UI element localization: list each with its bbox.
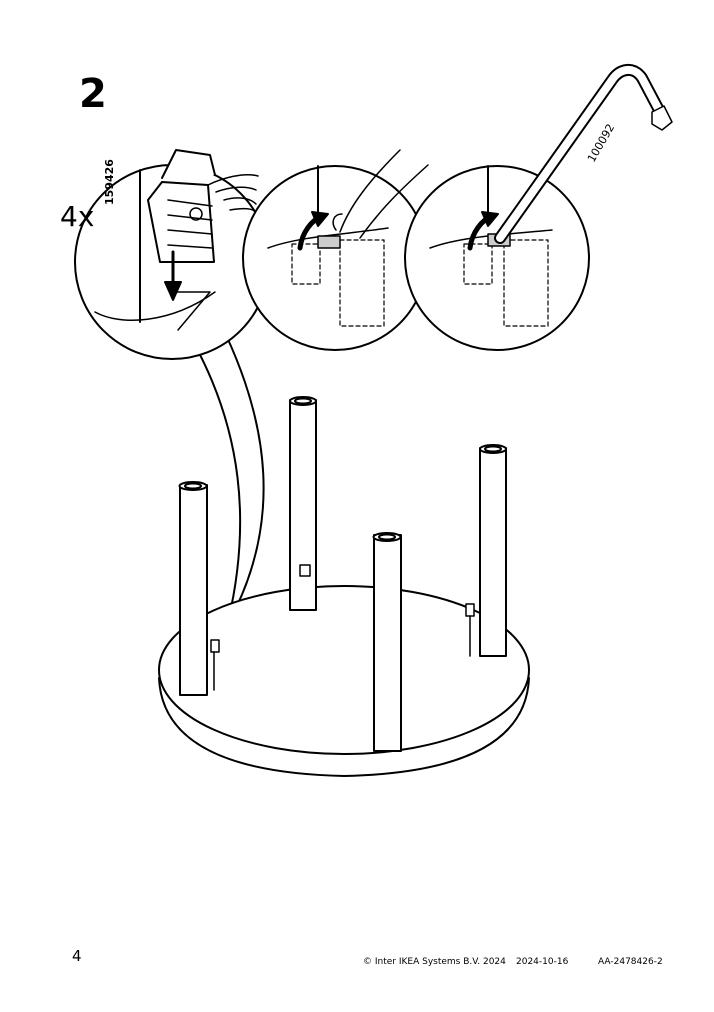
base-disc bbox=[158, 585, 530, 777]
hex-key-tool bbox=[494, 64, 673, 244]
leg-front bbox=[372, 532, 402, 752]
page-number: 4 bbox=[72, 947, 82, 965]
leg-right bbox=[465, 444, 507, 657]
step-number: 2 bbox=[79, 71, 107, 117]
document-id: AA-2478426-2 bbox=[598, 957, 663, 967]
detail-circle-press bbox=[242, 149, 429, 351]
quantity-label: 4x bbox=[60, 200, 95, 233]
part-number-connector: 159426 bbox=[103, 159, 116, 205]
detail-circle-tool bbox=[404, 165, 590, 351]
detail-circle-insert bbox=[74, 149, 270, 360]
document-date: 2024-10-16 bbox=[516, 957, 569, 967]
leg-left bbox=[178, 481, 220, 696]
callout-leader bbox=[195, 334, 265, 623]
leg-rear bbox=[289, 396, 317, 611]
copyright: © Inter IKEA Systems B.V. 2024 bbox=[363, 957, 506, 967]
